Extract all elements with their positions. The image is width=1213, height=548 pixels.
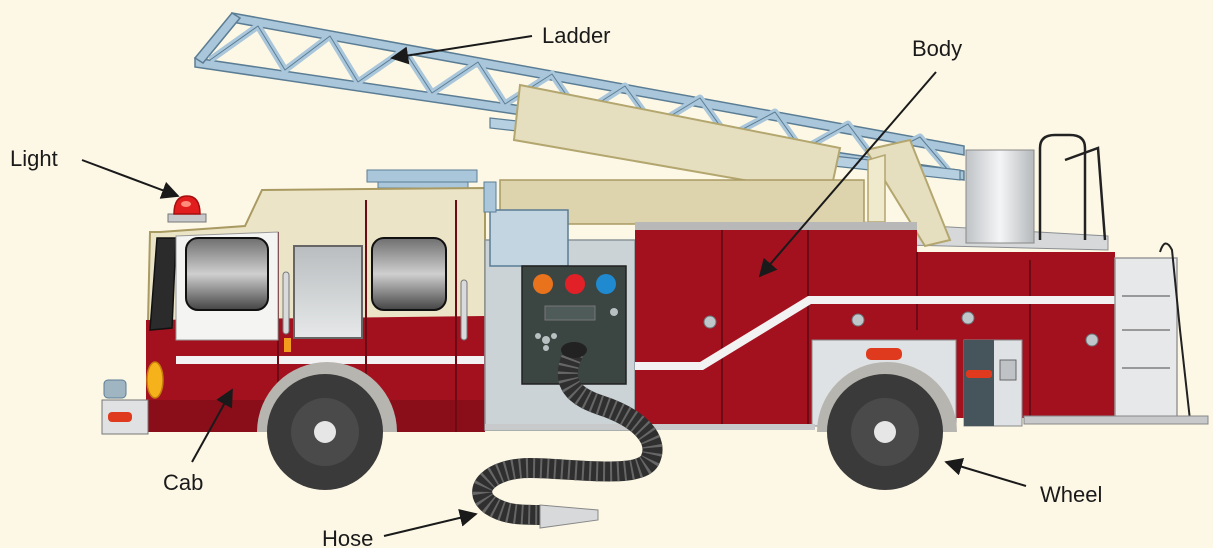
label-ladder-text: Ladder <box>542 23 611 48</box>
label-cab-text: Cab <box>163 470 203 495</box>
label-hose-text: Hose <box>322 526 373 548</box>
label-ladder: Ladder <box>392 23 611 58</box>
label-wheel-text: Wheel <box>1040 482 1102 507</box>
roof-light <box>168 196 206 222</box>
label-light: Light <box>10 146 178 196</box>
label-wheel: Wheel <box>946 462 1102 507</box>
label-light-text: Light <box>10 146 58 171</box>
label-hose: Hose <box>322 514 476 548</box>
label-body-text: Body <box>912 36 962 61</box>
